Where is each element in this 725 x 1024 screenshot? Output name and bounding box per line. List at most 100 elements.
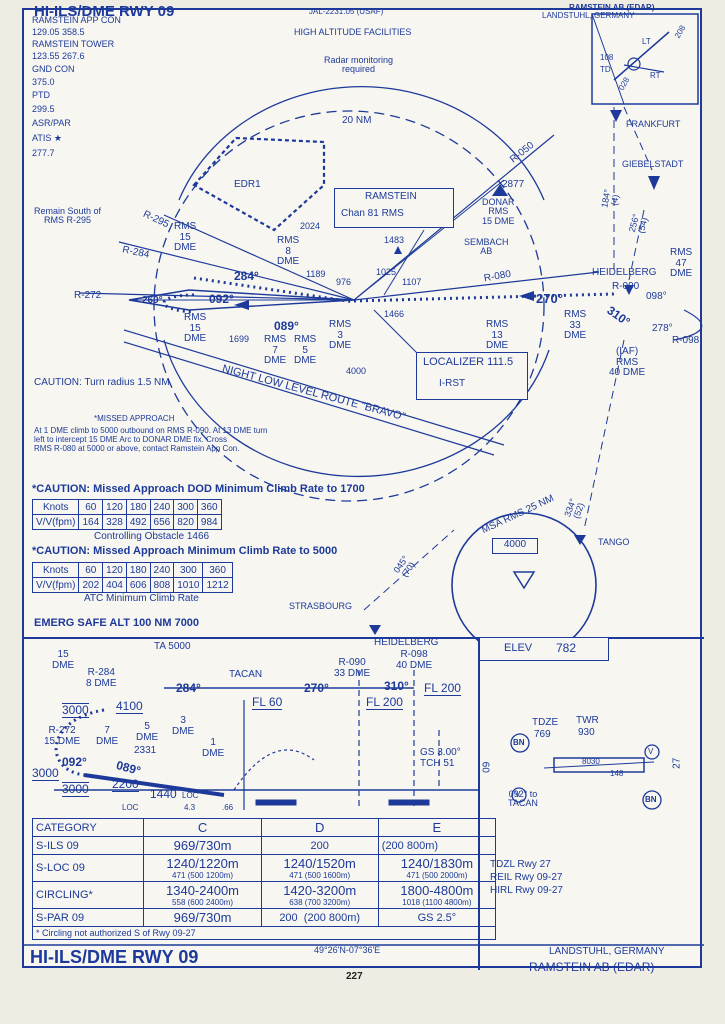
profile-alt3000b: 3000 [32, 766, 59, 781]
min-sloc-c-sub: 471 (500 1200m) [172, 871, 233, 880]
comm-5: 375.0 [32, 77, 55, 87]
altitude-4000: 4000 [346, 366, 367, 376]
ramstein-nav-name: RAMSTEIN [365, 191, 417, 202]
course-284: 284° [234, 269, 259, 283]
lighting-0: TDZL Rwy 27 [490, 859, 551, 870]
min-circ-c: 1340-2400m [166, 883, 240, 898]
minimums-table: CATEGORY C D E S-ILS 09 969/730m 200 (20… [31, 818, 497, 940]
profile-5dme: 5 DME [136, 721, 159, 743]
profile-tacan: TACAN [229, 669, 263, 680]
min-spar-vis: (200 800m) [303, 911, 361, 924]
min-spar-ha: 200 [279, 911, 298, 924]
lighting-1: REIL Rwy 09-27 [490, 872, 563, 883]
comm-2: RAMSTEIN TOWER [32, 39, 115, 49]
min-sloc-d: 1240/1520m [283, 856, 356, 871]
runway-09-label: 09 [481, 761, 493, 773]
twr-value: 930 [578, 727, 595, 738]
20nm-label: 20 NM [342, 115, 372, 126]
msa-altitude: 4000 [492, 538, 538, 554]
giebelstadt-label: GIEBELSTADT [622, 159, 684, 169]
frankfurt-navaid [610, 110, 622, 122]
profile-crs284: 284° [176, 681, 201, 695]
obstacle-1483: 1483 [384, 235, 405, 245]
radial-184: 184° (4) [599, 188, 622, 209]
comm-8: ASR/PAR [32, 118, 71, 128]
profile-crs310: 310° [384, 679, 409, 693]
min-circ-e: 1800-4800m [400, 883, 474, 898]
ct2-fpm-4: 808 [149, 577, 175, 593]
chart-location: LANDSTUHL, GERMANY [549, 946, 665, 957]
donar-label: DONAR RMS 15 DME [482, 197, 515, 226]
ct1-fpm-6: 984 [196, 514, 222, 530]
localizer-box: LOCALIZER 111.5 I-RST [416, 352, 528, 400]
ct1-fpm-3: 492 [125, 514, 151, 530]
sembach-label: SEMBACH AB [464, 237, 509, 257]
obstacle-976: 976 [336, 277, 352, 287]
rms3: RMS 3 DME [329, 319, 352, 351]
compass-td: TD [600, 65, 611, 74]
ct1-knots-0: Knots [31, 499, 80, 515]
min-sloc-e-sub: 471 (500 2000m) [406, 871, 468, 880]
profile-r098: R-098 40 DME [396, 649, 433, 671]
remain-south-note: Remain South of RMS R-295 [34, 206, 102, 226]
comm-6: PTD [32, 90, 50, 100]
min-circ-d: 1420-3200m [283, 883, 357, 898]
min-circ-d-sub: 638 (700 3200m) [289, 898, 351, 907]
comm-4: GND CON [32, 64, 75, 74]
ct2-knots-1: 60 [78, 562, 104, 578]
course-089: 089° [274, 319, 299, 333]
tdze-label: TDZE [532, 717, 559, 728]
ct2-knots-3: 180 [125, 562, 151, 578]
obstacle-1699: 1699 [229, 334, 250, 344]
heidelberg-label: HEIDELBERG [592, 267, 657, 278]
obstacle-1189: 1189 [306, 269, 326, 279]
elev-value: 782 [556, 641, 577, 655]
tdze-value: 769 [534, 729, 551, 740]
profile-dist66: .66 [222, 803, 234, 812]
min-circling-label: CIRCLING* [31, 881, 145, 909]
approach-chart-page: HI-ILS/DME RWY 09 JAL-2231.05 (USAF) RAM… [22, 3, 704, 973]
profile-crs092: 092° [62, 755, 87, 769]
rms15-bot: RMS 15 DME [184, 312, 207, 344]
profile-r272: R-272 15 DME [44, 725, 81, 747]
min-spar-value: 969/730m [143, 908, 262, 927]
ct1-fpm-4: 656 [149, 514, 175, 530]
rms7: RMS 7 DME [264, 334, 287, 366]
vor-west-icon: V [515, 790, 521, 799]
beacon-east-icon: BN [645, 795, 657, 804]
min-sloc-e: 1240/1830m [400, 856, 474, 871]
ct1-knots-3: 180 [125, 499, 151, 515]
donar-elev: 2877 [502, 179, 525, 190]
profile-r284-8dme: R-284 8 DME [86, 667, 117, 689]
min-cat-c: C [143, 818, 262, 837]
ct1-fpm-5: 820 [173, 514, 198, 530]
r090-label: R-090 [612, 281, 640, 292]
min-sils-vis: (200 800m) [377, 836, 497, 855]
to-tacan-note: 092° to TACAN [508, 789, 538, 809]
profile-fl200a: FL 200 [424, 681, 461, 696]
airport-top: RAMSTEIN AB (EDAR) [569, 3, 655, 12]
profile-alt3000c: 3000 [62, 782, 89, 797]
comm-9: ATIS ★ [32, 133, 62, 143]
min-sils-value: 969/730m [143, 836, 262, 855]
comm-7: 299.5 [32, 104, 55, 114]
ct1-knots-1: 60 [78, 499, 104, 515]
profile-alt4100: 4100 [116, 699, 143, 714]
ct1-knots-4: 240 [149, 499, 175, 515]
comm-3: 123.55 267.6 [32, 51, 85, 61]
profile-alt2331: 2331 [134, 745, 157, 756]
vor-east-icon: V [648, 747, 654, 756]
page-number: 227 [346, 971, 363, 982]
missed-approach-text: At 1 DME climb to 5000 outbound on RMS R… [34, 426, 268, 454]
min-spar-gs: GS 2.5° [377, 908, 497, 927]
caution-turn-radius: CAUTION: Turn radius 1.5 NM [34, 377, 170, 388]
emerg-safe-alt: EMERG SAFE ALT 100 NM 7000 [34, 617, 200, 629]
profile-7dme: 7 DME [96, 725, 119, 747]
ct1-knots-2: 120 [102, 499, 127, 515]
runway-width: 148 [610, 769, 624, 778]
course-270: 270° [536, 291, 563, 306]
rms8: RMS 8 DME [277, 235, 300, 267]
course-098: 098° [646, 291, 667, 302]
obstacle-1107: 1107 [402, 277, 422, 287]
profile-gs: GS 3.00° TCH 51 [420, 747, 461, 769]
